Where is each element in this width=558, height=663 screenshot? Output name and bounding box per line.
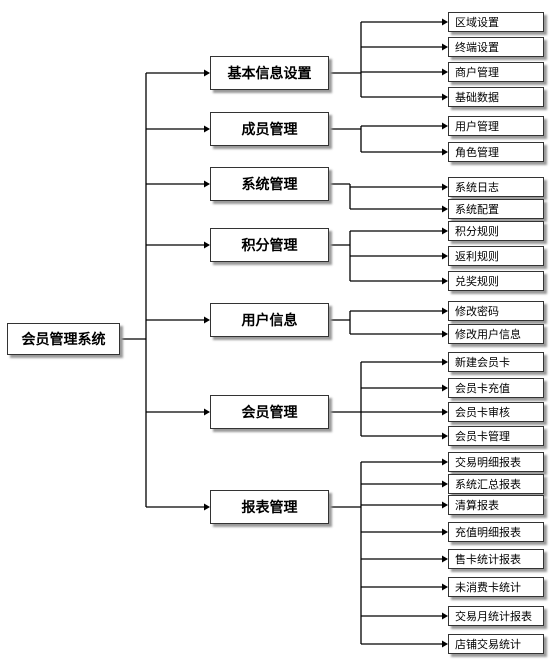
leaf-node-4-1: 修改用户信息 <box>448 324 544 344</box>
leaf-node-5-3-label: 会员卡管理 <box>455 430 510 443</box>
leaf-arrow-0-1 <box>442 43 448 51</box>
category-node-2: 系统管理 <box>210 167 329 201</box>
category-node-6: 报表管理 <box>210 490 329 524</box>
leaf-node-1-1: 角色管理 <box>448 142 544 162</box>
category-node-4-label: 用户信息 <box>241 313 298 329</box>
leaf-node-6-0: 交易明细报表 <box>448 452 544 472</box>
leaf-arrow-5-2 <box>442 408 448 416</box>
leaf-arrow-2-1 <box>442 205 448 213</box>
category-node-2-label: 系统管理 <box>241 177 298 193</box>
leaf-node-4-0-label: 修改密码 <box>455 305 499 318</box>
leaf-node-5-0: 新建会员卡 <box>448 352 544 372</box>
leaf-arrow-0-2 <box>442 68 448 76</box>
category-node-3: 积分管理 <box>210 228 329 262</box>
leaf-arrow-0-0 <box>442 18 448 26</box>
category-node-5: 会员管理 <box>210 395 329 429</box>
category-arrow-4 <box>204 316 210 324</box>
category-arrow-2 <box>204 180 210 188</box>
leaf-arrow-6-5 <box>442 583 448 591</box>
leaf-arrow-6-1 <box>442 480 448 488</box>
leaf-node-6-2: 清算报表 <box>448 495 544 515</box>
category-arrow-6 <box>204 503 210 511</box>
category-node-1-label: 成员管理 <box>241 122 298 138</box>
leaf-arrow-6-2 <box>442 501 448 509</box>
leaf-arrow-3-1 <box>442 252 448 260</box>
category-node-4: 用户信息 <box>210 303 329 337</box>
leaf-node-6-1-label: 系统汇总报表 <box>455 478 521 491</box>
leaf-node-3-1: 返利规则 <box>448 246 544 266</box>
leaf-node-6-4-label: 售卡统计报表 <box>455 553 521 566</box>
leaf-node-6-5-label: 未消费卡统计 <box>455 581 521 594</box>
leaf-arrow-6-7 <box>442 640 448 648</box>
leaf-node-3-2-label: 兑奖规则 <box>455 275 499 288</box>
leaf-node-3-0-label: 积分规则 <box>455 225 499 238</box>
leaf-node-2-0: 系统日志 <box>448 177 544 197</box>
leaf-arrow-6-0 <box>442 458 448 466</box>
leaf-node-4-1-label: 修改用户信息 <box>455 328 521 341</box>
leaf-arrow-5-1 <box>442 384 448 392</box>
leaf-node-6-6-label: 交易月统计报表 <box>455 610 532 623</box>
leaf-node-5-3: 会员卡管理 <box>448 426 544 446</box>
leaf-node-6-5: 未消费卡统计 <box>448 577 544 597</box>
category-node-1: 成员管理 <box>210 112 329 146</box>
leaf-node-1-0: 用户管理 <box>448 116 544 136</box>
root-node: 会员管理系统 <box>7 323 120 355</box>
leaf-arrow-1-0 <box>442 122 448 130</box>
leaf-node-6-3-label: 充值明细报表 <box>455 526 521 539</box>
leaf-node-2-1-label: 系统配置 <box>455 203 499 216</box>
leaf-node-3-2: 兑奖规则 <box>448 271 544 291</box>
leaf-node-6-7: 店铺交易统计 <box>448 634 544 654</box>
category-node-3-label: 积分管理 <box>241 238 298 254</box>
leaf-node-5-2-label: 会员卡审核 <box>455 406 510 419</box>
leaf-node-5-0-label: 新建会员卡 <box>455 356 510 369</box>
leaf-node-5-1-label: 会员卡充值 <box>455 382 510 395</box>
leaf-arrow-6-6 <box>442 612 448 620</box>
root-node-label: 会员管理系统 <box>21 332 106 348</box>
leaf-arrow-5-0 <box>442 358 448 366</box>
leaf-node-5-1: 会员卡充值 <box>448 378 544 398</box>
category-arrow-1 <box>204 125 210 133</box>
leaf-node-0-0: 区域设置 <box>448 12 544 32</box>
leaf-node-0-3: 基础数据 <box>448 87 544 107</box>
leaf-node-6-3: 充值明细报表 <box>448 522 544 542</box>
leaf-node-1-1-label: 角色管理 <box>455 146 499 159</box>
leaf-node-5-2: 会员卡审核 <box>448 402 544 422</box>
category-arrow-0 <box>204 69 210 77</box>
leaf-node-6-2-label: 清算报表 <box>455 499 499 512</box>
leaf-node-6-0-label: 交易明细报表 <box>455 456 521 469</box>
category-node-0-label: 基本信息设置 <box>227 66 312 82</box>
leaf-node-6-7-label: 店铺交易统计 <box>455 638 521 651</box>
leaf-node-6-6: 交易月统计报表 <box>448 606 544 626</box>
leaf-node-3-0: 积分规则 <box>448 221 544 241</box>
leaf-node-2-1: 系统配置 <box>448 199 544 219</box>
leaf-arrow-5-3 <box>442 432 448 440</box>
leaf-arrow-0-3 <box>442 93 448 101</box>
category-node-6-label: 报表管理 <box>241 500 298 516</box>
leaf-node-0-2-label: 商户管理 <box>455 66 499 79</box>
leaf-arrow-6-4 <box>442 555 448 563</box>
category-node-5-label: 会员管理 <box>241 405 298 421</box>
leaf-arrow-3-2 <box>442 277 448 285</box>
leaf-node-0-2: 商户管理 <box>448 62 544 82</box>
leaf-node-0-1-label: 终端设置 <box>455 41 499 54</box>
leaf-arrow-1-1 <box>442 148 448 156</box>
category-arrow-3 <box>204 241 210 249</box>
leaf-node-6-1: 系统汇总报表 <box>448 474 544 494</box>
leaf-node-1-0-label: 用户管理 <box>455 120 499 133</box>
leaf-node-0-1: 终端设置 <box>448 37 544 57</box>
leaf-node-3-1-label: 返利规则 <box>455 250 499 263</box>
leaf-node-6-4: 售卡统计报表 <box>448 549 544 569</box>
leaf-arrow-3-0 <box>442 227 448 235</box>
category-node-0: 基本信息设置 <box>210 56 329 90</box>
leaf-node-0-0-label: 区域设置 <box>455 16 499 29</box>
leaf-node-4-0: 修改密码 <box>448 301 544 321</box>
leaf-arrow-2-0 <box>442 183 448 191</box>
leaf-node-2-0-label: 系统日志 <box>455 181 499 194</box>
leaf-arrow-6-3 <box>442 528 448 536</box>
leaf-node-0-3-label: 基础数据 <box>455 91 499 104</box>
category-arrow-5 <box>204 408 210 416</box>
leaf-arrow-4-0 <box>442 307 448 315</box>
leaf-arrow-4-1 <box>442 330 448 338</box>
